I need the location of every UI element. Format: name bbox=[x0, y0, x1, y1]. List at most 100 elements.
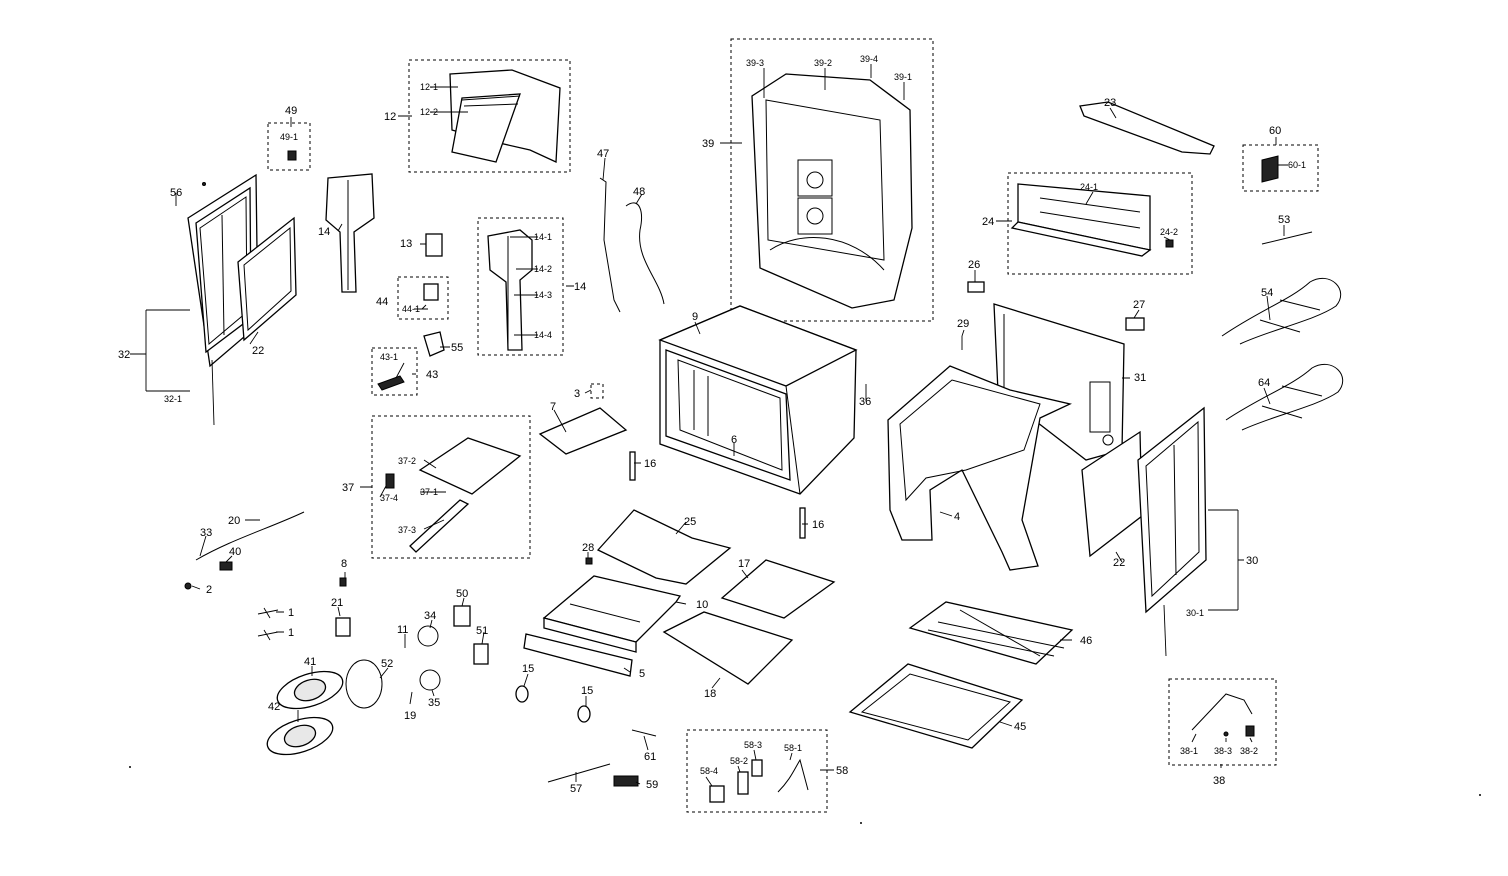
part-16-a bbox=[629, 451, 636, 481]
part-21 bbox=[335, 617, 351, 637]
part-60-1 bbox=[1261, 155, 1279, 183]
group-box-39 bbox=[730, 38, 934, 322]
label-55: 55 bbox=[451, 342, 463, 354]
label-19: 19 bbox=[404, 710, 416, 722]
label-14-2: 14-2 bbox=[534, 264, 552, 274]
label-30-1: 30-1 bbox=[1186, 608, 1204, 618]
group-box-43 bbox=[371, 347, 418, 396]
door-assembly-left-32 bbox=[187, 173, 259, 426]
label-58-3: 58-3 bbox=[744, 740, 762, 750]
label-18: 18 bbox=[704, 688, 716, 700]
part-58-2 bbox=[737, 771, 749, 795]
part-59 bbox=[613, 775, 639, 787]
label-32-1: 32-1 bbox=[164, 394, 182, 404]
tube-47 bbox=[599, 177, 621, 313]
part-28 bbox=[585, 557, 593, 565]
group-box-24 bbox=[1007, 172, 1193, 275]
stray-dot bbox=[129, 766, 131, 768]
tray-25 bbox=[596, 509, 732, 585]
label-6: 6 bbox=[731, 434, 737, 446]
label-51: 51 bbox=[476, 625, 488, 637]
label-38-3: 38-3 bbox=[1214, 746, 1232, 756]
label-50: 50 bbox=[456, 588, 468, 600]
label-44: 44 bbox=[376, 296, 388, 308]
clip-49-1 bbox=[287, 150, 297, 161]
label-26: 26 bbox=[968, 259, 980, 271]
group-box-38 bbox=[1168, 678, 1277, 766]
label-8: 8 bbox=[341, 558, 347, 570]
label-31: 31 bbox=[1134, 372, 1146, 384]
element-41 bbox=[276, 670, 344, 710]
label-12-1: 12-1 bbox=[420, 82, 438, 92]
label-34: 34 bbox=[424, 610, 436, 622]
label-24-2: 24-2 bbox=[1160, 227, 1178, 237]
group-box-12 bbox=[408, 59, 571, 173]
label-22-right: 22 bbox=[1113, 557, 1125, 569]
label-25: 25 bbox=[684, 516, 696, 528]
rod-57 bbox=[547, 763, 611, 783]
group-box-44 bbox=[397, 276, 449, 320]
part-43-1 bbox=[377, 375, 405, 391]
drawer-10 bbox=[542, 575, 682, 653]
tray-45 bbox=[848, 663, 1024, 749]
tray-45-inner bbox=[860, 673, 1012, 741]
label-58-1: 58-1 bbox=[784, 743, 802, 753]
label-39-2: 39-2 bbox=[814, 58, 832, 68]
part-37-4 bbox=[385, 473, 395, 489]
label-33: 33 bbox=[200, 527, 212, 539]
tube-20 bbox=[195, 511, 305, 561]
label-60-1: 60-1 bbox=[1288, 160, 1306, 170]
label-14-1: 14-1 bbox=[534, 232, 552, 242]
cord-53 bbox=[1261, 231, 1313, 245]
label-40: 40 bbox=[229, 546, 241, 558]
label-41: 41 bbox=[304, 656, 316, 668]
label-47: 47 bbox=[597, 148, 609, 160]
label-27: 27 bbox=[1133, 299, 1145, 311]
label-15-a: 15 bbox=[522, 663, 534, 675]
harness-64 bbox=[1225, 363, 1344, 431]
fan-35 bbox=[419, 669, 441, 691]
label-14-right: 14 bbox=[574, 281, 586, 293]
rack-46 bbox=[908, 601, 1074, 665]
label-57: 57 bbox=[570, 783, 582, 795]
label-3: 3 bbox=[574, 388, 580, 400]
label-58-4: 58-4 bbox=[700, 766, 718, 776]
label-15-b: 15 bbox=[581, 685, 593, 697]
label-4: 4 bbox=[954, 511, 960, 523]
bracket-37-2 bbox=[418, 437, 522, 495]
label-12-2: 12-2 bbox=[420, 107, 438, 117]
part-16-b bbox=[799, 507, 806, 539]
label-60: 60 bbox=[1269, 125, 1281, 137]
group-box-58 bbox=[686, 729, 828, 813]
label-37-1: 37-1 bbox=[420, 487, 438, 497]
part-58-4 bbox=[709, 785, 725, 803]
label-46: 46 bbox=[1080, 635, 1092, 647]
label-1-b: 1 bbox=[288, 627, 294, 639]
label-39-4: 39-4 bbox=[860, 54, 878, 64]
label-22-left: 22 bbox=[252, 345, 264, 357]
label-37: 37 bbox=[342, 482, 354, 494]
label-58: 58 bbox=[836, 765, 848, 777]
label-24: 24 bbox=[982, 216, 994, 228]
knob-15-b bbox=[577, 705, 591, 723]
motor-51 bbox=[473, 643, 489, 665]
label-39: 39 bbox=[702, 138, 714, 150]
label-43: 43 bbox=[426, 369, 438, 381]
label-45: 45 bbox=[1014, 721, 1026, 733]
label-61: 61 bbox=[644, 751, 656, 763]
label-2: 2 bbox=[206, 584, 212, 596]
bracket-14-right bbox=[487, 229, 533, 351]
label-48: 48 bbox=[633, 186, 645, 198]
label-37-3: 37-3 bbox=[398, 525, 416, 535]
drawer-front-5 bbox=[523, 633, 633, 677]
leader-lines bbox=[130, 64, 1288, 787]
label-29: 29 bbox=[957, 318, 969, 330]
harness-54 bbox=[1221, 277, 1342, 345]
label-16-a: 16 bbox=[644, 458, 656, 470]
label-11: 11 bbox=[397, 624, 408, 636]
label-54: 54 bbox=[1261, 287, 1273, 299]
label-37-2: 37-2 bbox=[398, 456, 416, 466]
label-59: 59 bbox=[646, 779, 658, 791]
ring-element-52 bbox=[345, 659, 383, 709]
